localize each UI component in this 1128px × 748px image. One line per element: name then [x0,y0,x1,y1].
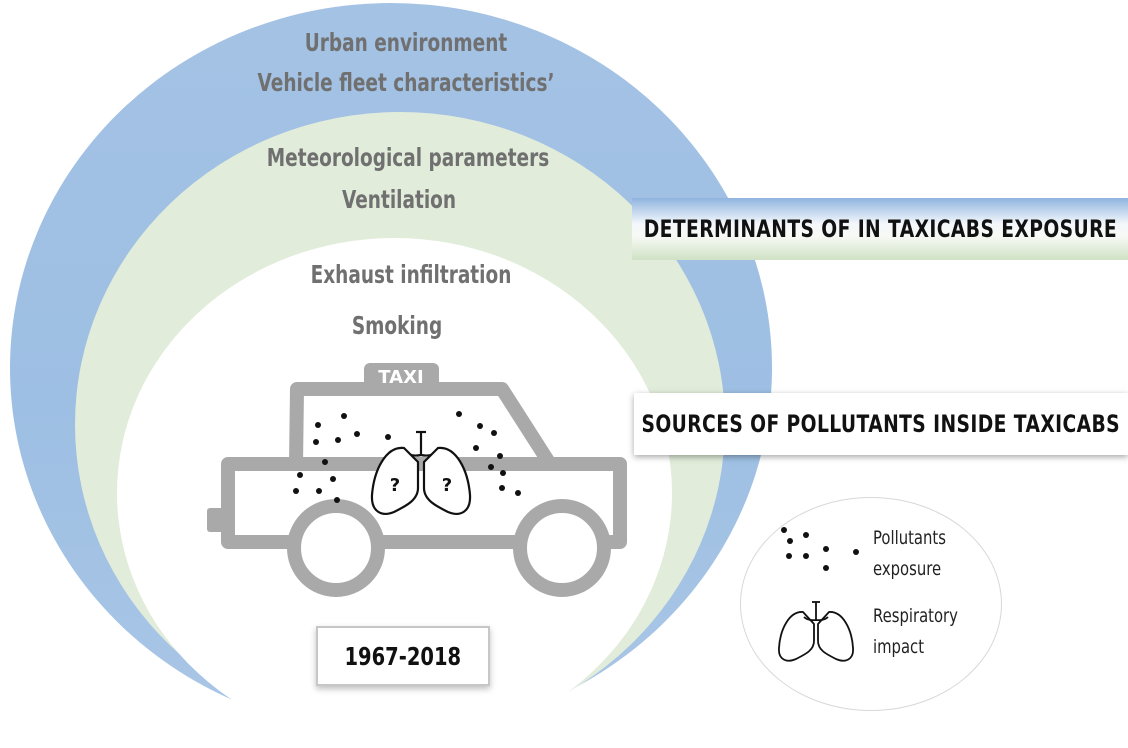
determinants-banner: DETERMINANTS OF IN TAXICABS EXPOSURE [632,198,1128,260]
year-range-text: 1967-2018 [344,641,462,671]
legend-respiratory-line-1: Respiratory [873,605,958,627]
lungs-icon [370,430,472,515]
year-range-box: 1967-2018 [316,626,490,686]
legend-pollutants-line-1: Pollutants [873,527,946,549]
inner-ring-label-2: Smoking [351,311,443,340]
legend-pollutant-dots-icon [781,527,859,571]
lung-right-mark: ? [442,475,452,496]
outer-ring-label-1: Urban environment [304,28,508,57]
legend-lungs-icon [778,601,854,662]
outer-ring-label-2: Vehicle fleet characteristics’ [257,68,555,97]
legend-respiratory-line-2: impact [873,636,925,658]
taxi-car-icon [207,363,627,597]
taxi-sign-label: TAXI [378,367,423,388]
lung-left-mark: ? [390,475,400,496]
middle-ring-label-1: Meteorological parameters [266,143,550,172]
sources-banner: SOURCES OF POLLUTANTS INSIDE TAXICABS [634,393,1128,455]
pollutant-dots [293,411,521,503]
sources-banner-text: SOURCES OF POLLUTANTS INSIDE TAXICABS [641,410,1121,438]
inner-ring-label-1: Exhaust infiltration [310,260,512,289]
middle-ring-label-2: Ventilation [341,185,457,214]
determinants-banner-text: DETERMINANTS OF IN TAXICABS EXPOSURE [643,215,1117,243]
legend-pollutants-line-2: exposure [873,558,942,580]
